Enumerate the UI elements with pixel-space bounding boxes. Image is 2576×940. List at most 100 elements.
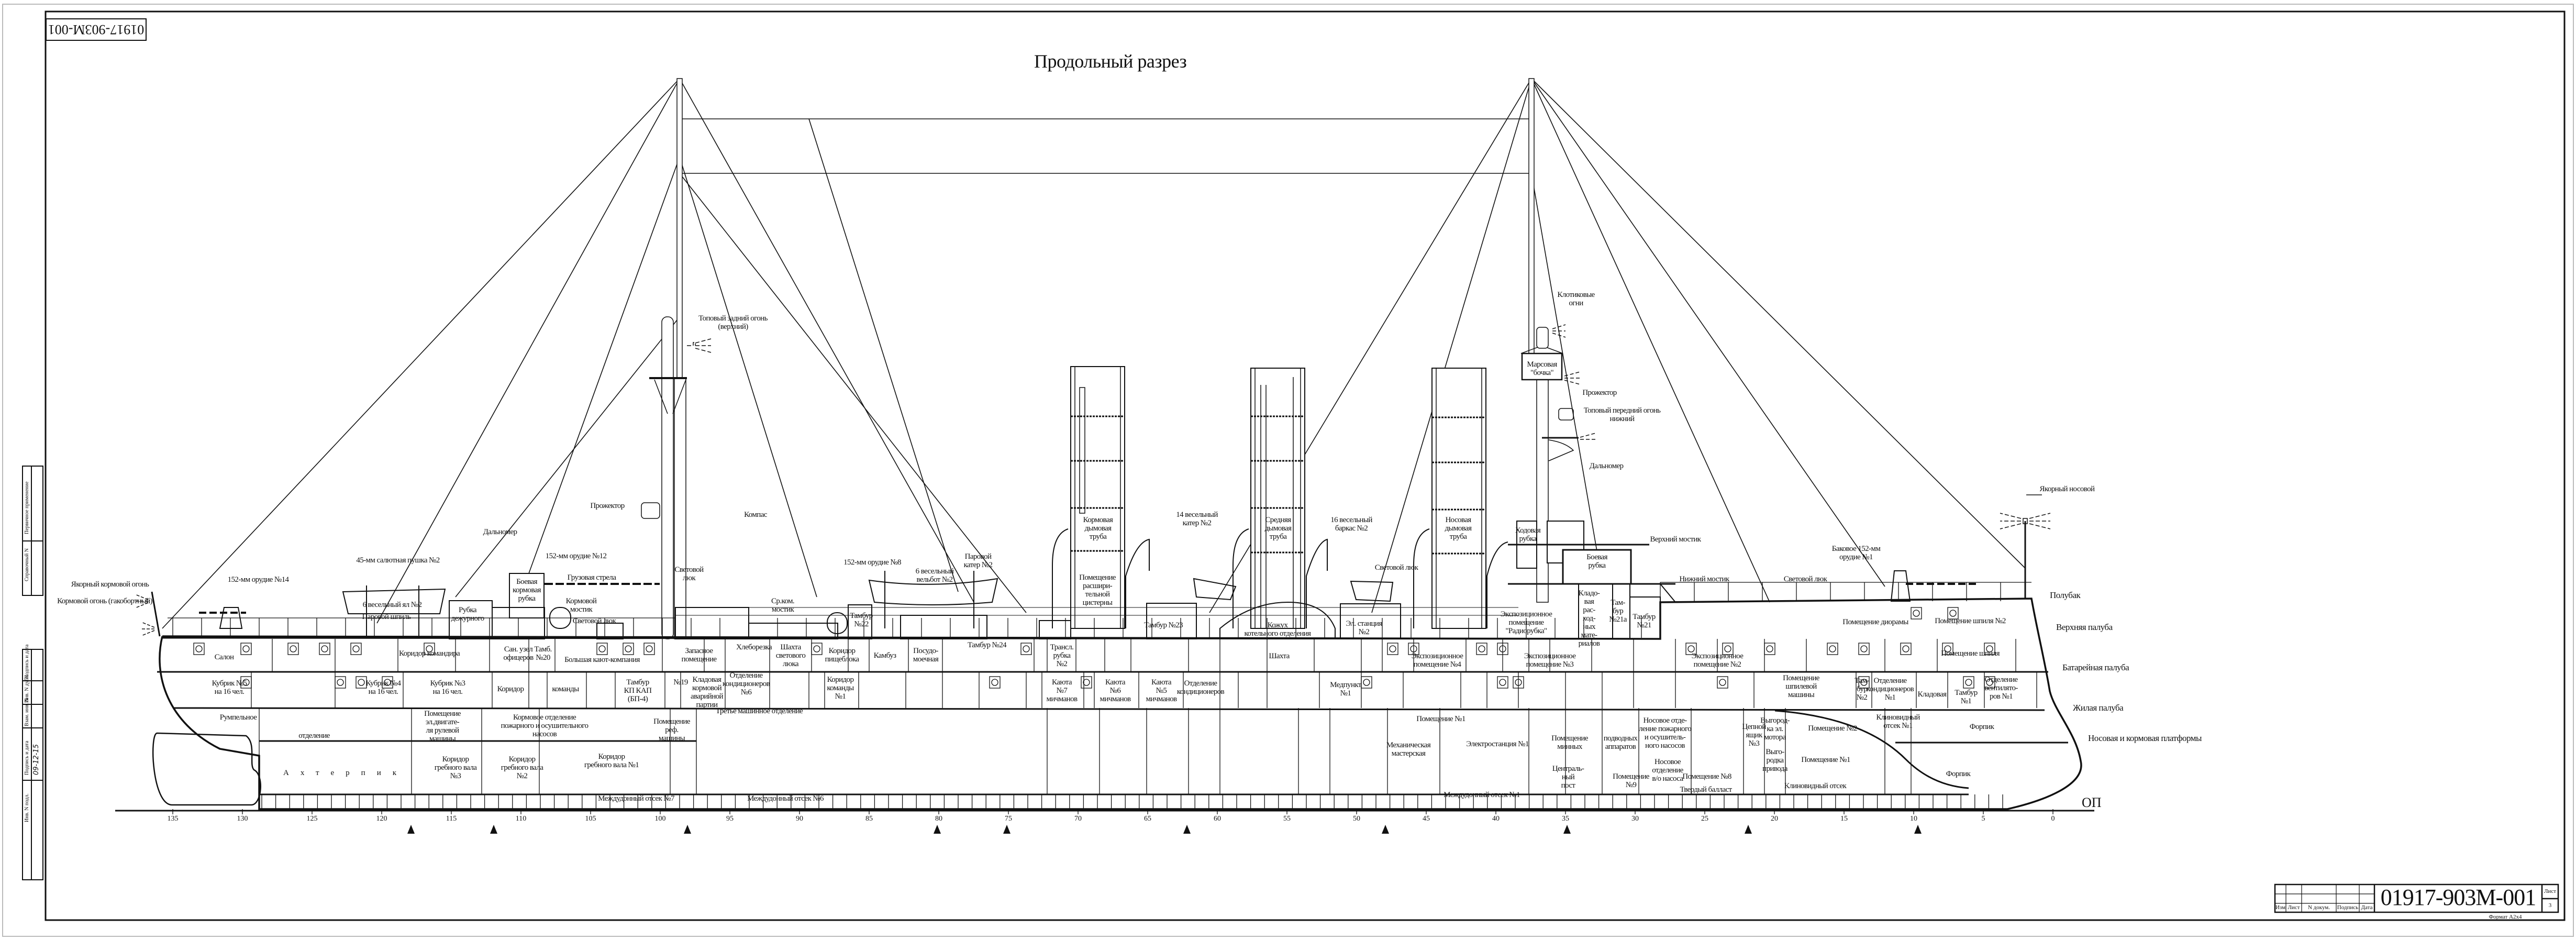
title-block-grid [2274,883,2559,913]
side-stamp-reference: Справочный N [24,548,30,581]
compartment-label: подводных аппаратов [1603,734,1638,751]
boats [342,571,1394,636]
deck-label-battery: Батарейная палуба [2062,662,2129,672]
porthole [426,645,433,653]
frame-number: 115 [446,815,457,823]
porthole-frame [1476,643,1487,655]
annotation-label: Кормовой огонь (гакобортный) [57,597,152,605]
frame-number: 70 [1074,815,1082,823]
porthole [384,679,391,686]
porthole [290,645,297,653]
porthole-frame [596,643,608,655]
frame-number: 30 [1631,815,1639,823]
compartment-label: Эл. станция №2 [1346,620,1382,636]
annotation-label: Топовый передний огонь нижний [1583,406,1661,423]
porthole [1944,645,1951,653]
porthole [1913,610,1920,617]
annotation-label: 152-мм орудие №14 [227,576,289,584]
porthole [1860,645,1868,653]
annotation-label: Баковое 152-мм орудие №1 [1831,545,1881,561]
annotation-label: Ср.ком. мостик [771,597,795,614]
compartment-label: Кожух котельного отделения [1244,621,1312,638]
porthole-frame [1717,676,1728,689]
compartment-label: команды [552,685,579,693]
porthole [1499,679,1506,686]
compartment-label: Хлеборезка [736,643,772,651]
compartment-label: Кубрик №4 на 16 чел. [365,679,401,696]
compartment-label: Трансл. рубка №2 [1050,643,1074,668]
annotation-label: Прожектор [1582,389,1617,397]
porthole-frame [382,676,393,689]
porthole [1083,679,1090,686]
annotation-label: 6 весельный ял №2 [362,601,422,609]
compartment-label: Тамб. №20 [534,645,552,662]
porthole [1829,645,1836,653]
compartment-label: Междудонный отсек №1 [1444,791,1520,799]
compartment-label: Экспозиционное помещение "Радиорубка" [1500,610,1552,635]
annotation-label: Марсовая "бочка" [1527,360,1557,377]
porthole [358,679,365,686]
section-marker-triangle [934,825,941,834]
section-marker-triangle [1382,825,1389,834]
frame-number: 5 [1981,815,1985,823]
compartment-label: Междудонный отсек №6 [747,794,824,803]
porthole-frame [287,643,299,655]
porthole-frame [1497,676,1508,689]
frame-number: 55 [1283,815,1291,823]
porthole [1986,679,1993,686]
compartment-label: Твердый балласт [1680,786,1732,794]
rudder [152,732,261,806]
compartment-label: Каюта №6 мичманов [1100,678,1131,703]
frame-number: 20 [1771,815,1778,823]
compartment-label: Третье машинное отделение [715,707,803,715]
annotation-label: 152-мм орудие №8 [843,558,901,567]
porthole-frame [1361,676,1372,689]
frame-number: 45 [1423,815,1430,823]
porthole [242,645,250,653]
compartment-label: Тамбур №24 [967,641,1007,649]
porthole-frame [1858,643,1870,655]
annotation-label: Верхний мостик [1650,535,1702,544]
annotation-label: Прожектор [590,502,625,510]
compartment-label: №19 [673,678,688,687]
porthole [991,679,998,686]
compartment-label: Отделение кондиционеров [1176,679,1225,696]
annotation-label: Ходовая рубка [1515,526,1541,543]
compartment-label: Экспозиционное помещение №4 [1411,652,1463,669]
porthole [321,645,328,653]
compartment-label: Там- бур №2 [1855,677,1869,702]
annotation-label: Паровой шпиль [362,613,411,621]
compartment-label: Тамбур №21 [1633,613,1656,629]
frame-number: 90 [796,815,803,823]
compartment-label: Носовое отде- ление пожарного и осушител… [1638,716,1692,750]
section-marker-triangle [684,825,691,834]
compartment-label: Коридор гребного вала №2 [501,755,543,780]
compartment-label: Помещение №1 [1801,756,1850,764]
compartment-label: Экспозиционное помещение №2 [1691,652,1744,669]
compartment-label: Клиновидный отсек [1784,782,1847,790]
stamp-col-doc: N докум. [2307,904,2330,911]
compartment-label: отделение [298,732,330,740]
compartment-label: Помещение №1 [1416,715,1465,723]
stamp-col-date: Дата [2361,904,2373,911]
annotation-label: Кормовой мостик [565,597,597,614]
compartment-label: Форпик [1946,770,1971,778]
frame-number: 50 [1353,815,1360,823]
annotation-label: Дальномер [1589,462,1624,470]
compartment-label: Выго- родка привода [1762,748,1787,773]
generated-structure [172,582,2053,814]
side-stamp-orig-inv: Инв. N подл. [24,793,30,822]
annotation-label: Дальномер [483,528,517,536]
rigging-stays [162,78,2026,629]
porthole-frame [623,643,634,655]
porthole-frame [1081,676,1092,689]
compartment-label: Помещение шпиля [1941,649,2000,658]
compartment-label: Кладо- вая рас- ход- ных мате- риалов [1578,589,1600,648]
fore-mast [1520,78,1596,603]
annotation-label: Боевая рубка [1586,553,1607,570]
frame-number: 60 [1214,815,1221,823]
porthole [813,645,820,653]
porthole [1965,679,1972,686]
porthole [1719,679,1726,686]
